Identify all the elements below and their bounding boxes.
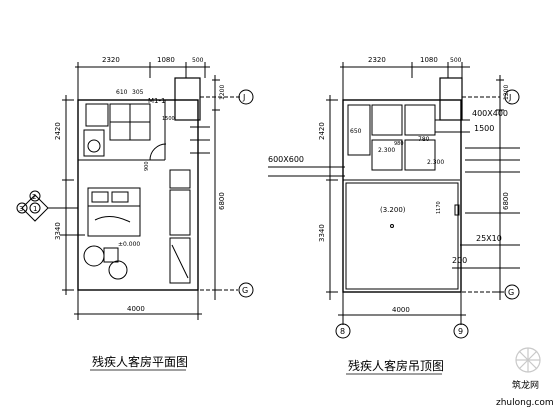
c-label-780: 780 <box>418 136 430 143</box>
c-axis-bubble-8 <box>335 323 351 339</box>
small-num-900: 900 <box>144 161 150 171</box>
dim-left-1: 2420 <box>54 122 62 140</box>
ceiling-plan: 2320 1080 500 2420 3340 1200 6800 J G <box>268 56 520 339</box>
c-axis-bubble-g <box>504 284 520 300</box>
door-tag: M1-1 <box>148 97 165 105</box>
dim-inner-305: 305 <box>132 89 144 96</box>
elevation-label: ±0.000 <box>118 241 140 248</box>
c-label-400x400: 400X400 <box>472 109 508 118</box>
bed <box>87 187 141 237</box>
c-label-1170: 1170 <box>436 201 442 214</box>
dim-inner-610: 610 <box>116 89 128 96</box>
small-num-1500: 1500 <box>162 116 175 122</box>
c-label-3200: (3.200) <box>380 206 406 214</box>
c-label-650: 650 <box>350 128 362 135</box>
axis-bubble-g <box>238 282 254 298</box>
c-dim-top-1: 2320 <box>368 56 386 64</box>
watermark-logo-icon <box>515 347 541 373</box>
c-dim-top-2: 1080 <box>420 56 438 64</box>
c-dim-left-2: 3340 <box>318 224 326 242</box>
dim-right-1: 1200 <box>219 85 226 100</box>
watermark-site: zhulong.com <box>496 398 554 408</box>
dim-bottom: 4000 <box>127 305 145 313</box>
axis-bubble-j <box>238 89 254 105</box>
watermark-word: 筑龙网 <box>512 379 539 391</box>
section-mark-3: 3 <box>19 205 23 213</box>
dim-top-2: 1080 <box>157 56 175 64</box>
dim-right-2: 6800 <box>218 192 226 210</box>
section-mark-1: 1 <box>33 205 37 213</box>
c-axis-bubble-j <box>504 89 520 105</box>
c-dim-left-1: 2420 <box>318 122 326 140</box>
section-mark-2: 2 <box>32 193 36 201</box>
c-label-1500: 1500 <box>474 124 494 133</box>
c-label-2300b: 2.300 <box>427 159 444 166</box>
c-axis-label-8: 8 <box>340 327 345 336</box>
c-axis-label-9: 9 <box>458 327 463 336</box>
c-label-25x10: 25X10 <box>476 234 502 243</box>
floor-plan-title: 残疾人客房平面图 <box>92 354 188 369</box>
axis-label-j: J <box>242 93 245 102</box>
dim-left-2: 3340 <box>54 222 62 240</box>
room-outline <box>77 99 199 291</box>
c-dim-top-3: 500 <box>450 57 462 64</box>
dim-top-1: 2320 <box>102 56 120 64</box>
c-label-200: 200 <box>452 256 467 265</box>
floor-plan: 2320 1080 500 2420 3340 1200 6800 J G <box>16 56 254 320</box>
c-axis-label-g: G <box>508 288 514 297</box>
ceiling-outline <box>342 99 462 293</box>
c-dim-right-2: 6800 <box>502 192 510 210</box>
c-axis-bubble-9 <box>453 323 469 339</box>
dim-top-3: 500 <box>192 57 204 64</box>
watermark: 筑龙网 zhulong.com <box>496 347 554 408</box>
c-label-2300a: 2.300 <box>378 147 395 154</box>
c-label-600x600: 600X600 <box>268 155 304 164</box>
c-label-980: 980 <box>394 141 404 147</box>
c-axis-label-j: J <box>508 93 511 102</box>
c-dim-bottom: 4000 <box>392 306 410 314</box>
ceiling-plan-title: 残疾人客房吊顶图 <box>348 358 444 373</box>
axis-label-g: G <box>242 286 248 295</box>
